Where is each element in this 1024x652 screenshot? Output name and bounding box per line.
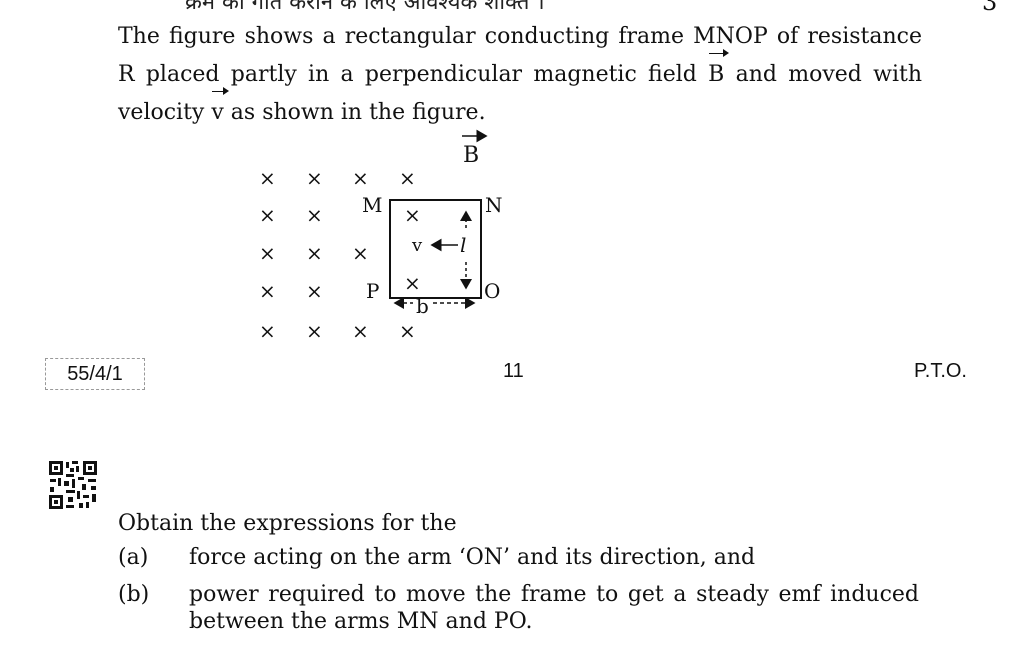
cross-mark: × xyxy=(352,241,369,265)
frame-diagram: B × × × × × × × × × × × × × × × × × M N … xyxy=(259,129,503,343)
cross-mark: × xyxy=(259,279,276,303)
page-number: 11 xyxy=(503,360,524,382)
cross-mark: × xyxy=(259,166,276,190)
field-crosses: × × × × × × × × × × × × × × × × × xyxy=(259,166,421,343)
qr-code-icon xyxy=(48,460,98,510)
cross-mark: × xyxy=(352,319,369,343)
paragraph-line-2b: and moved with xyxy=(735,62,922,87)
corner-p-label: P xyxy=(366,279,379,303)
cross-mark: × xyxy=(404,271,421,295)
cross-mark: × xyxy=(306,319,323,343)
pto-label: P.T.O. xyxy=(914,360,967,382)
paragraph-line-1: The figure shows a rectangular conductin… xyxy=(118,24,922,87)
cross-mark: × xyxy=(306,203,323,227)
width-label: b xyxy=(416,294,429,318)
cross-mark: × xyxy=(399,319,416,343)
conducting-frame xyxy=(389,199,482,299)
field-vector-symbol: B xyxy=(708,49,730,94)
cross-mark: × xyxy=(259,241,276,265)
paragraph-line-2a: placed partly in a perpendicular magneti… xyxy=(145,62,697,87)
velocity-label: v xyxy=(411,235,423,256)
cross-mark: × xyxy=(399,166,416,190)
corner-o-label: O xyxy=(484,279,500,303)
cross-mark: × xyxy=(352,166,369,190)
previous-page-cut-text: क्रम को गति कराने के लिए आवश्यक शक्ति । xyxy=(185,0,545,15)
field-label: B xyxy=(463,143,479,168)
cross-mark: × xyxy=(259,203,276,227)
cross-mark: × xyxy=(306,279,323,303)
corner-m-label: M xyxy=(362,193,382,217)
part-a-text: force acting on the arm ‘ON’ and its dir… xyxy=(189,545,756,570)
paragraph-line-3b: as shown in the figure. xyxy=(230,100,486,125)
corner-n-label: N xyxy=(485,193,503,217)
velocity-vector-symbol: v xyxy=(211,87,230,132)
part-b-text: power required to move the frame to get … xyxy=(189,582,919,634)
length-label: l xyxy=(460,233,466,257)
cross-mark: × xyxy=(404,203,421,227)
question-intro: Obtain the expressions for the xyxy=(118,511,457,536)
question-paragraph: The figure shows a rectangular conductin… xyxy=(118,18,922,132)
paper-code: 55/4/1 xyxy=(45,358,145,390)
previous-page-number: 3 xyxy=(982,0,998,16)
cross-mark: × xyxy=(306,241,323,265)
cross-mark: × xyxy=(306,166,323,190)
paragraph-line-3a: velocity xyxy=(118,100,205,125)
part-a-label: (a) xyxy=(118,545,149,570)
part-b-label: (b) xyxy=(118,582,150,607)
cross-mark: × xyxy=(259,319,276,343)
